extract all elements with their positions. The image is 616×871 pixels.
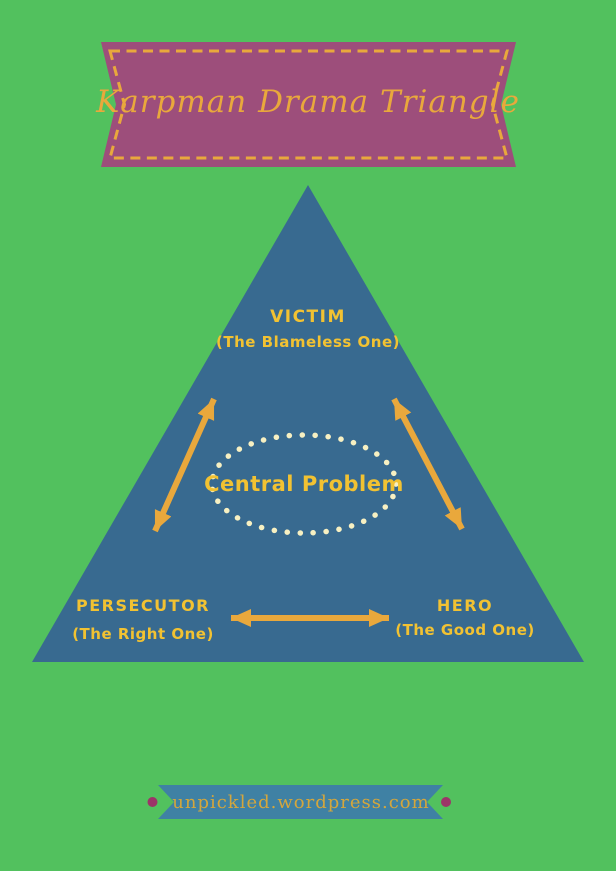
footer-left-dot-icon [147, 797, 158, 807]
footer-ribbon-shape [158, 785, 443, 819]
victim-persecutor-arrow [152, 397, 217, 533]
title-banner: Karpman Drama Triangle [95, 42, 520, 167]
victim-hero-arrow [391, 397, 465, 531]
role-hero-label: HERO [437, 596, 493, 615]
role-persecutor-epithet: (The Right One) [72, 625, 214, 643]
role-victim-label: VICTIM [270, 307, 346, 327]
poster-title: Karpman Drama Triangle [95, 84, 520, 120]
stitch-border [108, 49, 509, 160]
footer-site-url: unpickled.wordpress.com [172, 792, 429, 813]
ribbon-banner-shape [101, 42, 516, 167]
footer-ribbon: unpickled.wordpress.com [147, 785, 451, 819]
role-hero-epithet: (The Good One) [395, 621, 535, 639]
central-problem-label: Central Problem [204, 472, 404, 496]
role-persecutor-label: PERSECUTOR [76, 596, 210, 615]
triangle-shape [32, 185, 584, 662]
drama-triangle: VICTIM (The Blameless One) PERSECUTOR (T… [32, 185, 584, 662]
role-victim-epithet: (The Blameless One) [216, 333, 400, 351]
footer-right-dot-icon [441, 797, 451, 807]
